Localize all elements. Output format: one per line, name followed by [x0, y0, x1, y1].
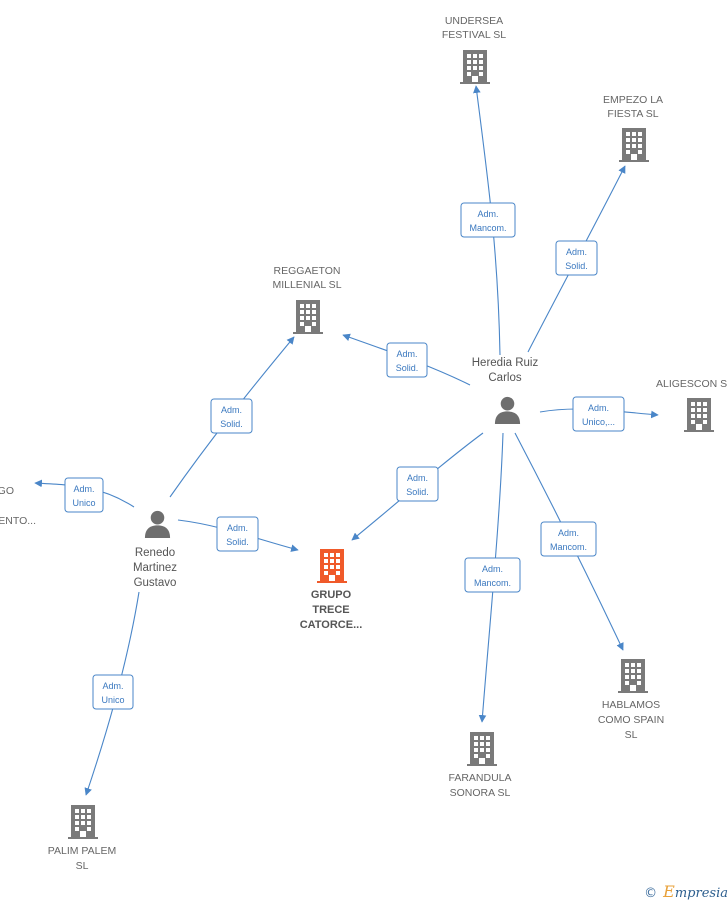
role-line: Solid. [220, 419, 243, 429]
role-line: Adm. [566, 247, 587, 257]
role-label: Adm. Unico,... [572, 396, 625, 432]
company-nodes: UNDERSEA FESTIVAL SL EMPEZO LA FIESTA SL… [0, 15, 727, 872]
building-icon [460, 50, 490, 84]
role-line: Solid. [226, 537, 249, 547]
role-line: Unico,... [582, 417, 615, 427]
node-left-partial[interactable]: GO ENTO... [0, 485, 36, 527]
role-labels: Adm. Mancom. Adm. Solid. Adm. Solid. Adm… [64, 202, 625, 710]
brand-logo[interactable]: © Empresia [644, 882, 728, 901]
role-line: Adm. [396, 349, 417, 359]
person-icon [144, 510, 171, 538]
node-aligescon[interactable]: ALIGESCON S [656, 378, 727, 432]
node-grupo[interactable]: GRUPO TRECE CATORCE... [300, 549, 363, 631]
building-icon [684, 398, 714, 432]
node-label: FARANDULA [448, 772, 511, 784]
node-label: TRECE [312, 604, 349, 616]
node-empezo[interactable]: EMPEZO LA FIESTA SL [603, 94, 663, 162]
node-palim[interactable]: PALIM PALEM SL [48, 805, 116, 872]
role-line: Adm. [73, 484, 94, 494]
role-label: Adm. Solid. [216, 516, 259, 552]
role-line: Adm. [221, 405, 242, 415]
node-label: ENTO... [0, 515, 36, 527]
role-label: Adm. Unico [92, 674, 134, 710]
node-label: Heredia Ruiz [472, 357, 539, 369]
role-line: Mancom. [474, 578, 511, 588]
node-hablamos[interactable]: HABLAMOS COMO SPAIN SL [598, 659, 664, 741]
person-icon [494, 396, 521, 424]
role-line: Mancom. [469, 223, 506, 233]
node-label: MILLENIAL SL [272, 279, 341, 291]
node-label: GO [0, 485, 14, 497]
node-label: HABLAMOS [602, 699, 660, 711]
role-line: Solid. [406, 487, 429, 497]
role-label: Adm. Mancom. [464, 557, 521, 593]
role-label: Adm. Unico [64, 477, 104, 513]
role-label: Adm. Solid. [396, 466, 439, 502]
node-label: Carlos [488, 372, 521, 384]
node-undersea[interactable]: UNDERSEA FESTIVAL SL [442, 15, 506, 84]
role-line: Solid. [565, 261, 588, 271]
building-icon [618, 659, 648, 693]
node-label: GRUPO [311, 589, 352, 601]
building-icon [293, 300, 323, 334]
node-label: COMO SPAIN [598, 714, 664, 726]
building-icon [68, 805, 98, 839]
building-icon [317, 549, 347, 583]
role-line: Adm. [407, 473, 428, 483]
node-label: SL [76, 860, 89, 872]
building-icon [619, 128, 649, 162]
node-label: Martinez [133, 562, 177, 574]
node-renedo[interactable]: Renedo Martinez Gustavo [133, 510, 177, 589]
copyright-icon: © [644, 886, 658, 901]
role-line: Mancom. [550, 542, 587, 552]
role-line: Adm. [482, 564, 503, 574]
node-label: EMPEZO LA [603, 94, 663, 106]
node-farandula[interactable]: FARANDULA SONORA SL [448, 732, 512, 799]
node-label: Gustavo [134, 577, 177, 589]
role-line: Adm. [588, 403, 609, 413]
brand-name: mpresia [674, 886, 728, 901]
role-line: Adm. [227, 523, 248, 533]
node-heredia[interactable]: Heredia Ruiz Carlos [472, 357, 539, 424]
role-label: Adm. Solid. [386, 342, 428, 378]
role-line: Adm. [102, 681, 123, 691]
node-label: REGGAETON [274, 265, 341, 277]
node-label: SONORA SL [450, 787, 511, 799]
node-label: SL [625, 729, 638, 741]
role-label: Adm. Solid. [555, 240, 598, 276]
node-label: FESTIVAL SL [442, 29, 506, 41]
node-label: Renedo [135, 547, 175, 559]
role-label: Adm. Solid. [210, 398, 253, 434]
node-label: FIESTA SL [607, 108, 658, 120]
role-line: Adm. [558, 528, 579, 538]
brand-initial: E [663, 882, 675, 901]
node-label: CATORCE... [300, 619, 363, 631]
role-line: Solid. [396, 363, 419, 373]
role-label: Adm. Mancom. [460, 202, 516, 238]
role-line: Unico [72, 498, 95, 508]
node-label: ALIGESCON S [656, 378, 727, 390]
role-line: Unico [101, 695, 124, 705]
node-reggaeton[interactable]: REGGAETON MILLENIAL SL [272, 265, 342, 334]
role-line: Adm. [477, 209, 498, 219]
node-label: PALIM PALEM [48, 845, 116, 857]
person-nodes: Heredia Ruiz Carlos Renedo Martinez Gust… [133, 357, 539, 589]
role-label: Adm. Mancom. [540, 521, 597, 557]
building-icon [467, 732, 497, 766]
node-label: UNDERSEA [445, 15, 503, 27]
